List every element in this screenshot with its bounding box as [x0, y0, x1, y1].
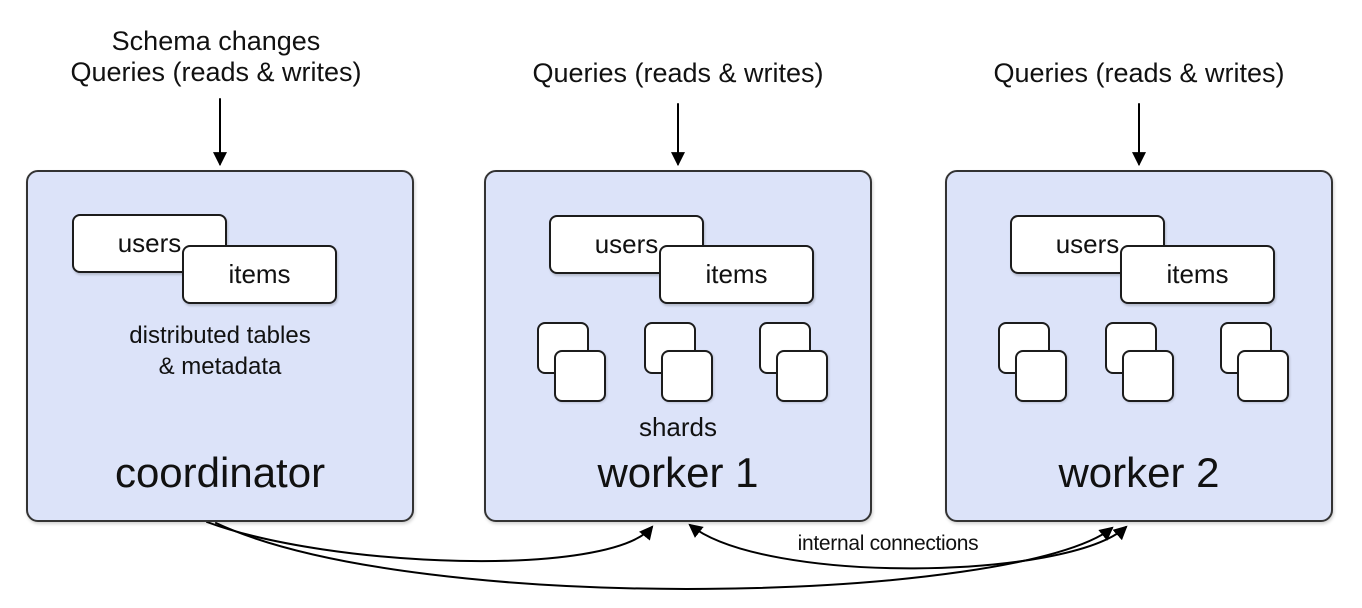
caption-line-1: distributed tables [129, 322, 311, 349]
queries-label-worker2: Queries (reads & writes) [993, 58, 1285, 88]
shard-group [759, 322, 829, 403]
shard-square-front [1122, 350, 1174, 402]
curve-coordinator-to-worker1 [206, 521, 654, 563]
schema-changes-label: Schema changes [111, 26, 321, 56]
shard-group [644, 322, 714, 403]
items-table-card: items [1120, 245, 1275, 304]
users-table-label: users [1055, 229, 1120, 259]
items-table-label: items [1166, 259, 1229, 289]
queries-label-coordinator: Queries (reads & writes) [70, 57, 362, 87]
shard-square-front [776, 350, 828, 402]
worker2-title: worker 2 [1058, 449, 1220, 496]
shard-group [998, 322, 1068, 403]
worker2-input-label: Queries (reads & writes) [929, 58, 1349, 89]
worker1-node: users items shards worker 1 [484, 170, 872, 522]
coordinator-node: users items distributed tables & metadat… [26, 170, 414, 522]
items-table-label: items [228, 259, 291, 289]
internal-connections-label: internal connections [797, 532, 979, 555]
worker1-title: worker 1 [597, 449, 759, 496]
distributed-tables-caption: distributed tables & metadata [28, 320, 412, 382]
shard-square-front [1237, 350, 1289, 402]
shard-square-front [661, 350, 713, 402]
queries-label-worker1: Queries (reads & writes) [532, 58, 824, 88]
coordinator-title: coordinator [114, 449, 326, 496]
shard-square-front [1015, 350, 1067, 402]
coordinator-input-label: Schema changes Queries (reads & writes) [6, 26, 426, 88]
caption-line-2: & metadata [158, 353, 282, 380]
shards-label: shards [638, 412, 718, 442]
shard-group [1105, 322, 1175, 403]
users-table-label: users [594, 229, 659, 259]
shard-group [537, 322, 607, 403]
worker1-input-label: Queries (reads & writes) [468, 58, 888, 89]
items-table-label: items [705, 259, 768, 289]
users-table-label: users [117, 228, 182, 258]
shard-group [1220, 322, 1290, 403]
shard-square-front [554, 350, 606, 402]
items-table-card: items [659, 245, 814, 304]
items-table-card: items [182, 245, 337, 304]
worker2-node: users items worker 2 [945, 170, 1333, 522]
